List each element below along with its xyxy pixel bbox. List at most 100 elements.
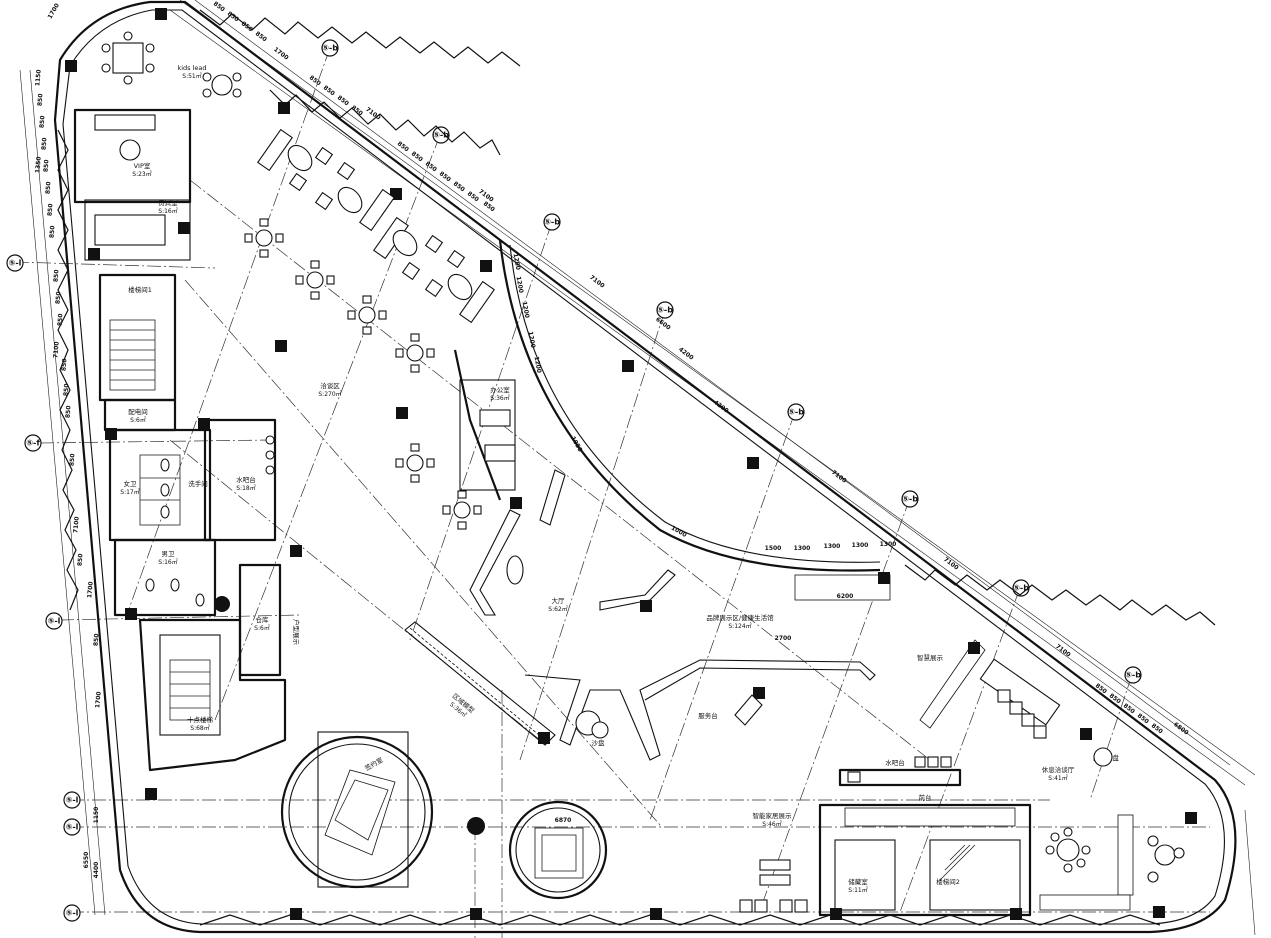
dim-text: 850 [68, 453, 76, 466]
svg-text:⑤-l: ⑤-l [9, 259, 22, 268]
svg-text:S:6㎡: S:6㎡ [254, 624, 270, 632]
dim-text: 1200 [515, 276, 525, 294]
dim-text: 850 [212, 0, 226, 13]
svg-text:⑤-l: ⑤-l [48, 617, 61, 626]
svg-text:⑤-f: ⑤-f [26, 439, 40, 448]
dim-text: 850 [56, 313, 64, 326]
svg-text:沙盘: 沙盘 [592, 738, 606, 747]
svg-text:水吧台: 水吧台 [885, 758, 905, 767]
dim-text: 850 [46, 203, 54, 216]
dim-text: 1350 [34, 156, 42, 173]
svg-text:⑤-b: ⑤-b [433, 131, 449, 140]
dim-text: 7100 [942, 556, 960, 572]
furniture-lounge [94, 114, 1061, 913]
room-label: 女卫S:17㎡ [120, 479, 139, 496]
dim-text: 7100 [52, 341, 60, 358]
svg-text:前台: 前台 [919, 793, 932, 802]
outer-dimension-lines [19, 0, 1256, 936]
dim-text: 1200 [512, 253, 522, 271]
furniture-table-sets [101, 31, 1185, 883]
svg-text:S:18㎡: S:18㎡ [236, 484, 255, 492]
grid-tag: ⑤-b [901, 490, 919, 508]
room-label: 水吧台 [885, 758, 905, 767]
grid-tag: ⑤-b [1124, 666, 1142, 684]
dim-text: 850 [1122, 702, 1136, 715]
svg-text:洗手间: 洗手间 [188, 479, 208, 488]
grid-tag: ⑤-l [63, 818, 81, 836]
svg-text:⑤-b: ⑤-b [1125, 671, 1141, 680]
svg-text:⑤-l: ⑤-l [66, 823, 79, 832]
dim-text: 850 [54, 291, 62, 304]
axis-grid-lines [14, 47, 1210, 938]
svg-text:智慧展示: 智慧展示 [917, 653, 944, 662]
grid-tag: ⑤-b [787, 403, 805, 421]
grid-tags-left: ⑤-l ⑤-f ⑤-l ⑤-l ⑤-l ⑤-l [6, 254, 81, 922]
svg-text:仓库: 仓库 [256, 615, 270, 624]
dim-text: 1200 [533, 356, 543, 374]
table-set [244, 218, 284, 258]
dim-text: 850 [60, 358, 68, 371]
dim-text: 850 [240, 20, 254, 33]
room-label: 户型展示 [292, 619, 301, 646]
dim-text: 850 [350, 104, 364, 117]
room-label: 男卫S:16㎡ [158, 550, 177, 566]
svg-text:服务台: 服务台 [698, 711, 718, 720]
dim-text: 850 [64, 405, 72, 418]
svg-text:楼梯间2: 楼梯间2 [936, 877, 960, 886]
svg-text:配电间: 配电间 [128, 407, 148, 416]
svg-text:贵宾室: 贵宾室 [158, 198, 178, 207]
dimension-texts-inner: 1200 1200 1200 1200 1200 4200 4200 6600 … [512, 253, 897, 824]
table-set [1147, 835, 1185, 883]
grid-tag: ⑤-b [321, 39, 339, 57]
table-set [101, 31, 155, 85]
svg-text:品牌展示区/健康生活馆: 品牌展示区/健康生活馆 [706, 613, 774, 622]
grid-tag: ⑤-l [45, 612, 63, 630]
dim-text: 850 [1136, 712, 1150, 725]
dimension-texts-left: 1150 850 850 850 850 850 850 850 1350 85… [34, 69, 102, 878]
dim-text: 1300 [852, 542, 869, 549]
dim-text: 1150 [34, 69, 42, 86]
svg-text:洽谈区: 洽谈区 [320, 381, 340, 390]
grid-tag: ⑤-b [543, 213, 561, 231]
room-label: 洗手间 [188, 479, 208, 488]
svg-text:智能家居展示: 智能家居展示 [753, 811, 793, 820]
room-label: 前台 [919, 793, 932, 802]
svg-text:S:17㎡: S:17㎡ [120, 488, 139, 496]
dim-text: 7100 [1054, 643, 1072, 659]
room-label: 大厅S:62㎡ [548, 596, 567, 613]
dim-text: 6870 [555, 817, 572, 824]
dim-text: 850 [410, 150, 424, 163]
grid-tag: ⑤-b [656, 301, 674, 319]
dim-text: 1300 [794, 545, 811, 552]
room-label: 沙盘 [592, 738, 606, 747]
dim-text: 4400 [93, 862, 100, 879]
stairs [109, 319, 976, 881]
svg-text:S:62㎡: S:62㎡ [548, 605, 567, 613]
dim-text: 850 [76, 553, 84, 566]
dim-text: 6200 [837, 593, 854, 600]
room-label: 仓库S:6㎡ [254, 615, 270, 632]
display-counters [404, 469, 1134, 911]
svg-text:S:124㎡: S:124㎡ [728, 622, 751, 630]
svg-text:水吧台: 水吧台 [236, 475, 256, 484]
room-label: 服务台 [698, 711, 718, 720]
svg-text:⑤-b: ⑤-b [322, 44, 338, 53]
dim-text: 850 [40, 137, 48, 150]
dim-text: 6550 [83, 852, 90, 869]
dim-text: 850 [92, 633, 100, 646]
dim-text: 1150 [93, 807, 100, 824]
svg-text:大厅: 大厅 [552, 596, 566, 605]
svg-text:储藏室: 储藏室 [848, 877, 868, 886]
grid-tag: ⑤-l [63, 904, 81, 922]
dim-text: 850 [254, 30, 268, 43]
interior-walls [73, 108, 1032, 917]
grid-tag: ⑤-l [6, 254, 24, 272]
